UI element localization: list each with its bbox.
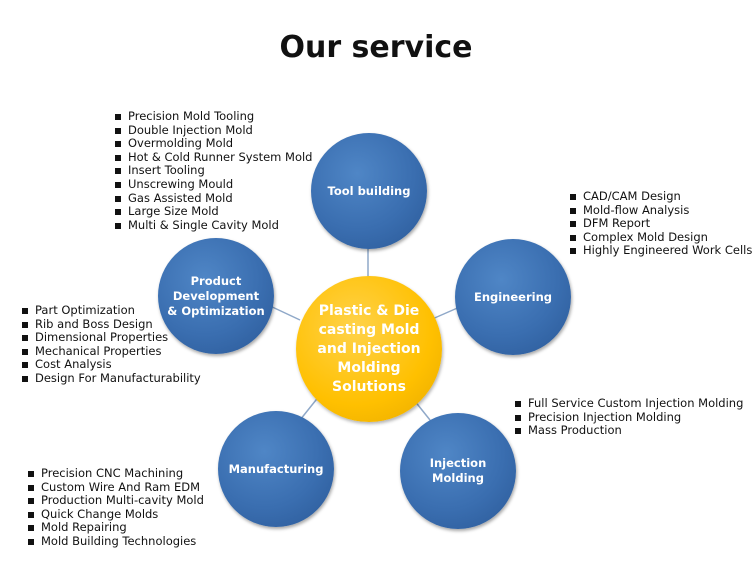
list-item: Dimensional Properties bbox=[22, 331, 201, 345]
list-item: Precision CNC Machining bbox=[28, 466, 204, 481]
list-item: Precision Mold Tooling bbox=[115, 109, 312, 124]
node-engineering[interactable]: Engineering bbox=[455, 239, 571, 355]
list-item: Double Injection Mold bbox=[115, 123, 312, 138]
node-label: Engineering bbox=[473, 289, 553, 304]
list-item: Mechanical Properties bbox=[22, 344, 201, 359]
list-item: Hot & Cold Runner System Mold bbox=[115, 150, 312, 165]
list-item: Complex Mold Design bbox=[570, 230, 752, 245]
node-label: Manufacturing bbox=[228, 461, 324, 476]
center-label: Plastic & Die casting Mold and Injection… bbox=[317, 302, 421, 395]
list-item: Production Multi-cavity Mold bbox=[28, 494, 204, 508]
list-item: Cost Analysis bbox=[22, 358, 201, 372]
node-product-development[interactable]: Product Development & Optimization bbox=[158, 238, 274, 354]
center-node[interactable]: Plastic & Die casting Mold and Injection… bbox=[296, 276, 442, 422]
list-item: Overmolding Mold bbox=[115, 137, 312, 151]
list-item: Multi & Single Cavity Mold bbox=[115, 218, 312, 233]
node-label: Product Development & Optimization bbox=[167, 273, 265, 318]
product-development-list: Part Optimization Rib and Boss Design Di… bbox=[22, 303, 201, 386]
list-item: Full Service Custom Injection Molding bbox=[515, 396, 743, 411]
engineering-list: CAD/CAM Design Mold-flow Analysis DFM Re… bbox=[570, 189, 752, 258]
node-injection-molding[interactable]: Injection Molding bbox=[400, 413, 516, 529]
list-item: Large Size Mold bbox=[115, 205, 312, 219]
page-title: Our service bbox=[279, 30, 473, 65]
node-label: Injection Molding bbox=[429, 456, 487, 485]
node-tool-building[interactable]: Tool building bbox=[311, 133, 427, 249]
list-item: Insert Tooling bbox=[115, 164, 312, 178]
list-item: Highly Engineered Work Cells bbox=[570, 244, 752, 258]
list-item: Part Optimization bbox=[22, 303, 201, 318]
list-item: CAD/CAM Design bbox=[570, 189, 752, 204]
node-manufacturing[interactable]: Manufacturing bbox=[218, 411, 334, 527]
node-label: Tool building bbox=[327, 183, 411, 198]
list-item: Custom Wire And Ram EDM bbox=[28, 480, 204, 495]
list-item: Mold Repairing bbox=[28, 521, 204, 535]
list-item: DFM Report bbox=[570, 217, 752, 231]
list-item: Design For Manufacturability bbox=[22, 371, 201, 386]
list-item: Rib and Boss Design bbox=[22, 317, 201, 332]
manufacturing-list: Precision CNC Machining Custom Wire And … bbox=[28, 466, 204, 549]
connector-product-development bbox=[267, 304, 301, 321]
list-item: Quick Change Molds bbox=[28, 507, 204, 522]
injection-molding-list: Full Service Custom Injection Molding Pr… bbox=[515, 396, 743, 438]
list-item: Mold-flow Analysis bbox=[570, 203, 752, 218]
tool-building-list: Precision Mold Tooling Double Injection … bbox=[115, 109, 312, 233]
list-item: Mold Building Technologies bbox=[28, 534, 204, 549]
list-item: Gas Assisted Mold bbox=[115, 191, 312, 206]
list-item: Unscrewing Mould bbox=[115, 177, 312, 192]
list-item: Mass Production bbox=[515, 424, 743, 438]
list-item: Precision Injection Molding bbox=[515, 410, 743, 425]
